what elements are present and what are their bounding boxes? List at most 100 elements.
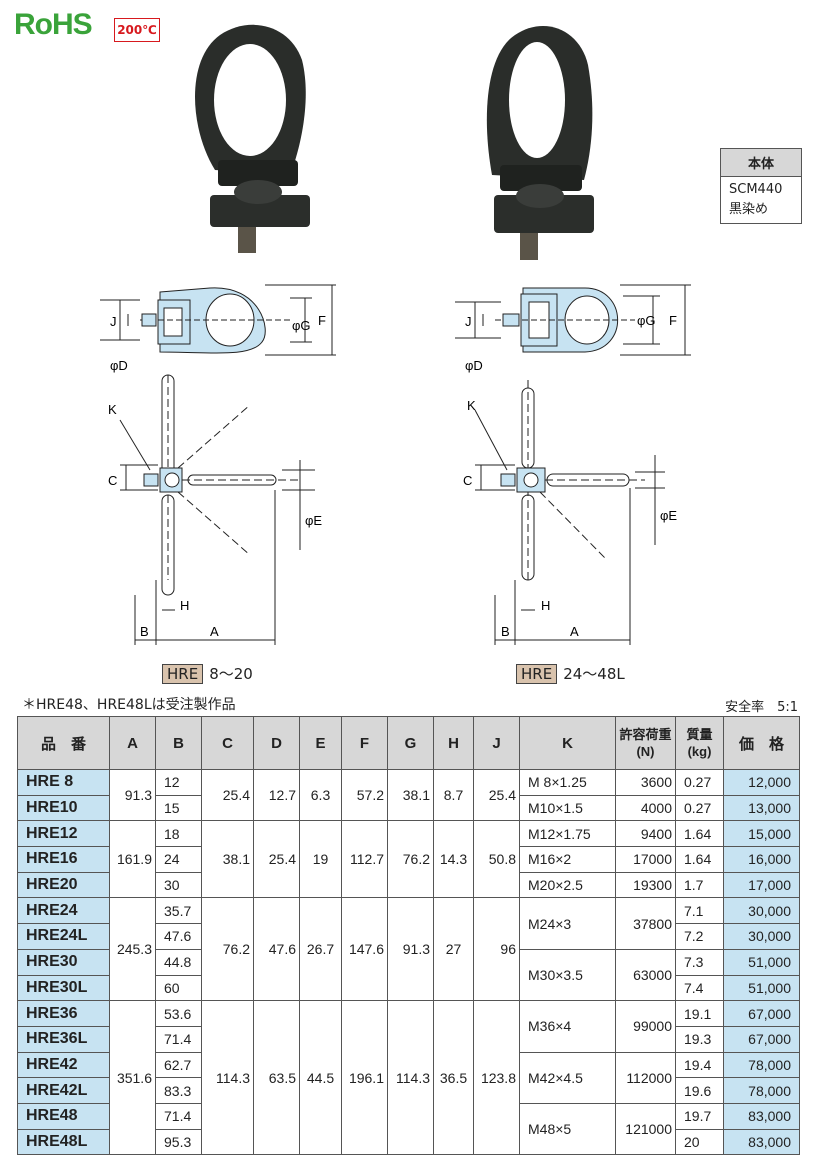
table-cell: M24×3 <box>519 897 616 950</box>
table-cell: 25.4 <box>253 820 300 899</box>
table-cell: 27 <box>433 897 474 1002</box>
table-cell: 71.4 <box>155 1025 202 1053</box>
caption-range: 8〜20 <box>209 665 253 683</box>
table-cell: 83.3 <box>155 1077 202 1104</box>
table-cell: 9400 <box>615 820 676 848</box>
part-number: HRE16 <box>17 846 110 873</box>
label-D: φD <box>110 358 128 373</box>
table-cell: 25.4 <box>201 768 254 822</box>
part-number: HRE36L <box>17 1025 110 1053</box>
caption-small: HRE 8〜20 <box>162 663 253 684</box>
part-number: HRE24 <box>17 897 110 925</box>
table-cell: 60 <box>155 974 202 1002</box>
table-cell: M12×1.75 <box>519 820 616 848</box>
table-cell: 6.3 <box>299 768 342 822</box>
part-number: HRE48 <box>17 1102 110 1130</box>
label-F: F <box>669 313 677 328</box>
table-cell: 19 <box>299 820 342 899</box>
label-H: H <box>541 598 550 613</box>
col-header: A <box>109 716 156 770</box>
table-cell: 1.64 <box>675 820 724 848</box>
table-cell: 76.2 <box>201 897 254 1002</box>
table-cell: M48×5 <box>519 1102 616 1156</box>
part-number: HRE 8 <box>17 769 110 796</box>
table-cell: 17000 <box>615 846 676 873</box>
part-number: HRE24L <box>17 923 110 950</box>
table-cell: 53.6 <box>155 1000 202 1027</box>
label-F: F <box>318 313 326 328</box>
label-B: B <box>501 624 510 639</box>
price-cell: 51,000 <box>723 974 800 1002</box>
label-K: K <box>108 402 117 417</box>
table-cell: 7.1 <box>675 897 724 925</box>
table-cell: M30×3.5 <box>519 948 616 1002</box>
price-cell: 78,000 <box>723 1051 800 1079</box>
price-cell: 15,000 <box>723 820 800 848</box>
part-number: HRE48L <box>17 1128 110 1156</box>
price-cell: 83,000 <box>723 1102 800 1130</box>
label-A: A <box>210 624 219 639</box>
col-header: E <box>299 716 342 770</box>
label-A: A <box>570 624 579 639</box>
table-cell: 95.3 <box>155 1128 202 1156</box>
table-cell: 1.7 <box>675 871 724 899</box>
col-header: D <box>253 716 300 770</box>
label-E: φE <box>305 513 322 528</box>
col-header: 質量 (kg) <box>675 716 724 770</box>
table-cell: 19.7 <box>675 1102 724 1130</box>
table-cell: 20 <box>675 1128 724 1156</box>
price-cell: 12,000 <box>723 769 800 796</box>
table-cell: 161.9 <box>109 820 156 899</box>
table-cell: 196.1 <box>341 1000 388 1156</box>
table-cell: 57.2 <box>341 768 388 822</box>
table-cell: 8.7 <box>433 768 474 822</box>
drawing-left: J φD φG F K C φE H B A <box>100 284 336 645</box>
table-cell: 47.6 <box>155 923 202 950</box>
table-cell: M 8×1.25 <box>519 769 616 796</box>
label-H: H <box>180 598 189 613</box>
label-K: K <box>467 398 476 413</box>
col-header: B <box>155 716 202 770</box>
table-cell: 112.7 <box>341 820 388 899</box>
caption-tag: HRE <box>162 664 204 684</box>
part-number: HRE36 <box>17 1000 110 1027</box>
table-cell: 24 <box>155 846 202 873</box>
col-header: 品 番 <box>17 716 110 770</box>
table-cell: 7.3 <box>675 948 724 976</box>
table-cell: 35.7 <box>155 897 202 925</box>
table-cell: 15 <box>155 794 202 822</box>
table-cell: 99000 <box>615 1000 676 1053</box>
col-header: J <box>473 716 520 770</box>
material-line: 黒染め <box>729 202 769 217</box>
part-number: HRE30 <box>17 948 110 976</box>
rohs-logo: RoHS <box>14 8 93 41</box>
table-cell: 62.7 <box>155 1051 202 1079</box>
col-header: 許容荷重 (N) <box>615 716 676 770</box>
table-cell: 30 <box>155 871 202 899</box>
table-cell: 3600 <box>615 769 676 796</box>
table-cell: 63000 <box>615 948 676 1002</box>
safety-factor: 安全率 5:1 <box>725 700 798 715</box>
material-box: 本体 SCM440 黒染め <box>720 148 802 224</box>
price-cell: 17,000 <box>723 871 800 899</box>
table-cell: 4000 <box>615 794 676 822</box>
order-note: ＊HRE48、HRE48Lは受注製作品 <box>22 697 236 713</box>
price-cell: 13,000 <box>723 794 800 822</box>
table-cell: 38.1 <box>201 820 254 899</box>
col-header: F <box>341 716 388 770</box>
table-cell: M20×2.5 <box>519 871 616 899</box>
table-cell: 147.6 <box>341 897 388 1002</box>
price-cell: 67,000 <box>723 1025 800 1053</box>
table-cell: 14.3 <box>433 820 474 899</box>
table-cell: 19.1 <box>675 1000 724 1027</box>
table-cell: 38.1 <box>387 768 434 822</box>
temperature-badge: 200℃ <box>114 18 160 42</box>
table-cell: 44.8 <box>155 948 202 976</box>
table-cell: 7.4 <box>675 974 724 1002</box>
table-cell: M42×4.5 <box>519 1051 616 1104</box>
